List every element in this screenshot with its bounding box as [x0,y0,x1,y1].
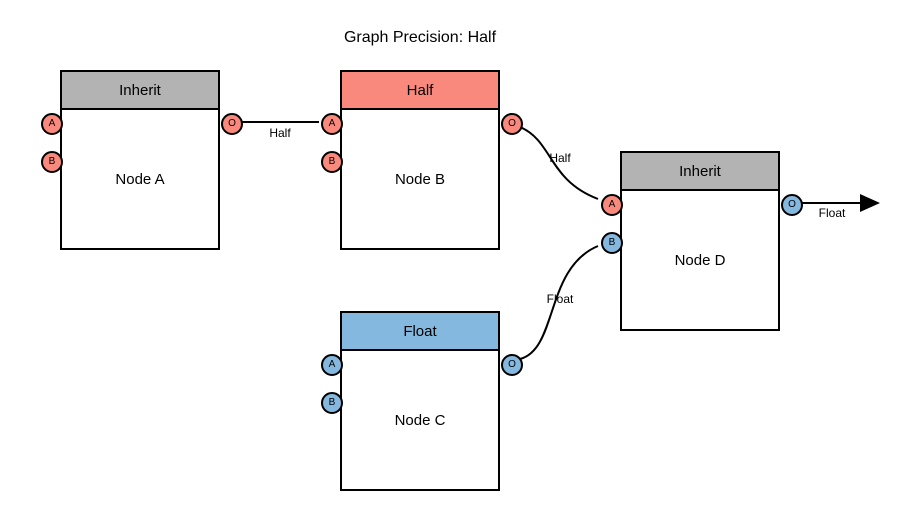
node-b: Half Node B A B O [321,70,523,250]
node-c-label: Node C [394,411,446,429]
node-a: Inherit Node A A B O [41,70,243,250]
node-d-port-a: A [601,194,623,216]
diagram-title: Graph Precision: Half [343,29,497,46]
edge-b-to-d [519,126,599,200]
node-a-port-o: O [221,113,243,135]
node-b-port-b: B [321,151,343,173]
node-a-header: Inherit [62,72,218,110]
node-d-header: Inherit [622,153,778,191]
node-a-label: Node A [115,170,165,188]
edge-c-to-d [519,245,599,360]
node-b-port-o: O [501,113,523,135]
node-d-port-o: O [781,194,803,216]
node-c-header: Float [342,313,498,351]
edge-label-b-to-d: Half [549,151,571,165]
edge-label-c-to-d: Float [546,292,574,306]
output-arrowhead-icon [860,194,880,212]
node-c-port-o: O [501,354,523,376]
node-c: Float Node C A B O [321,311,523,491]
node-b-header: Half [342,72,498,110]
node-b-label: Node B [394,170,446,188]
edge-label-d-output: Float [818,206,846,220]
node-d: Inherit Node D A B O [601,151,803,331]
node-c-port-a: A [321,354,343,376]
node-b-port-a: A [321,113,343,135]
node-d-port-b: B [601,232,623,254]
node-a-port-b: B [41,151,63,173]
node-c-port-b: B [321,392,343,414]
edge-label-a-to-b: Half [269,126,291,140]
node-a-port-a: A [41,113,63,135]
node-d-label: Node D [674,251,726,269]
